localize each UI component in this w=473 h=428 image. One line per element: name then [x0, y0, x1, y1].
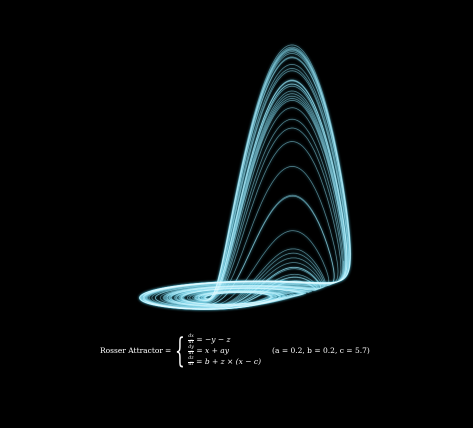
trajectory-core-segment-16 — [145, 44, 351, 310]
trajectory-core-segment-10 — [139, 68, 349, 310]
equation-rhs: = −y − z — [196, 335, 231, 345]
derivative-dy-dt: dy dt — [187, 345, 195, 356]
trajectory-core-segment-8 — [143, 90, 348, 310]
derivative-dz-dt: dz dt — [187, 356, 195, 367]
trajectory-glow-segment-20 — [340, 260, 345, 279]
trajectory-glow-segment-19 — [143, 95, 347, 310]
trajectory-core-segment-19 — [144, 96, 346, 310]
trajectory-glow — [138, 44, 352, 310]
derivative-dx-dt: dx dt — [187, 334, 195, 345]
trajectory-core-segment-7 — [139, 49, 351, 310]
trajectory-glow-segment-18 — [139, 48, 351, 310]
left-brace-icon: { — [175, 331, 185, 371]
trajectory-core-segment-15 — [139, 70, 349, 310]
equation-dx: dx dt = −y − z — [187, 334, 261, 345]
trajectory-core-segment-1 — [143, 49, 351, 310]
equation-rhs: = b + z × (x − c) — [196, 357, 262, 367]
trajectory-core-segment-6 — [139, 53, 351, 310]
trajectory-core-segment-5 — [141, 64, 349, 310]
trajectory-core-segment-13 — [143, 83, 348, 309]
trajectory-core-segment-17 — [142, 79, 348, 310]
trajectory-core-segment-4 — [143, 51, 351, 310]
trajectory-core — [139, 44, 351, 310]
trajectory-core-segment-3 — [139, 127, 343, 310]
trajectory-core-segment-14 — [140, 56, 350, 310]
equation-rhs: = x + ay — [196, 346, 229, 356]
equation-dy: dy dt = x + ay — [187, 345, 261, 356]
equation-caption: Rosser Attractor = { dx dt = −y − z dy d… — [100, 333, 370, 369]
trajectory-core-segment-12 — [146, 119, 344, 309]
trajectory-core-segment-18 — [139, 48, 351, 310]
trajectory-core-segment-9 — [140, 57, 350, 310]
trajectory-core-segment-0 — [139, 80, 348, 310]
attractor-title: Rosser Attractor — [100, 346, 163, 356]
equation-system: dx dt = −y − z dy dt = x + ay dz dt = b … — [187, 334, 262, 367]
parameter-values: (a = 0.2, b = 0.2, c = 5.7) — [272, 346, 370, 356]
trajectory-core-segment-2 — [144, 98, 346, 309]
equation-dz: dz dt = b + z × (x − c) — [187, 356, 262, 367]
equals-sign: = — [164, 346, 172, 356]
trajectory-core-segment-11 — [142, 46, 351, 310]
trajectory-core-segment-20 — [340, 260, 345, 279]
